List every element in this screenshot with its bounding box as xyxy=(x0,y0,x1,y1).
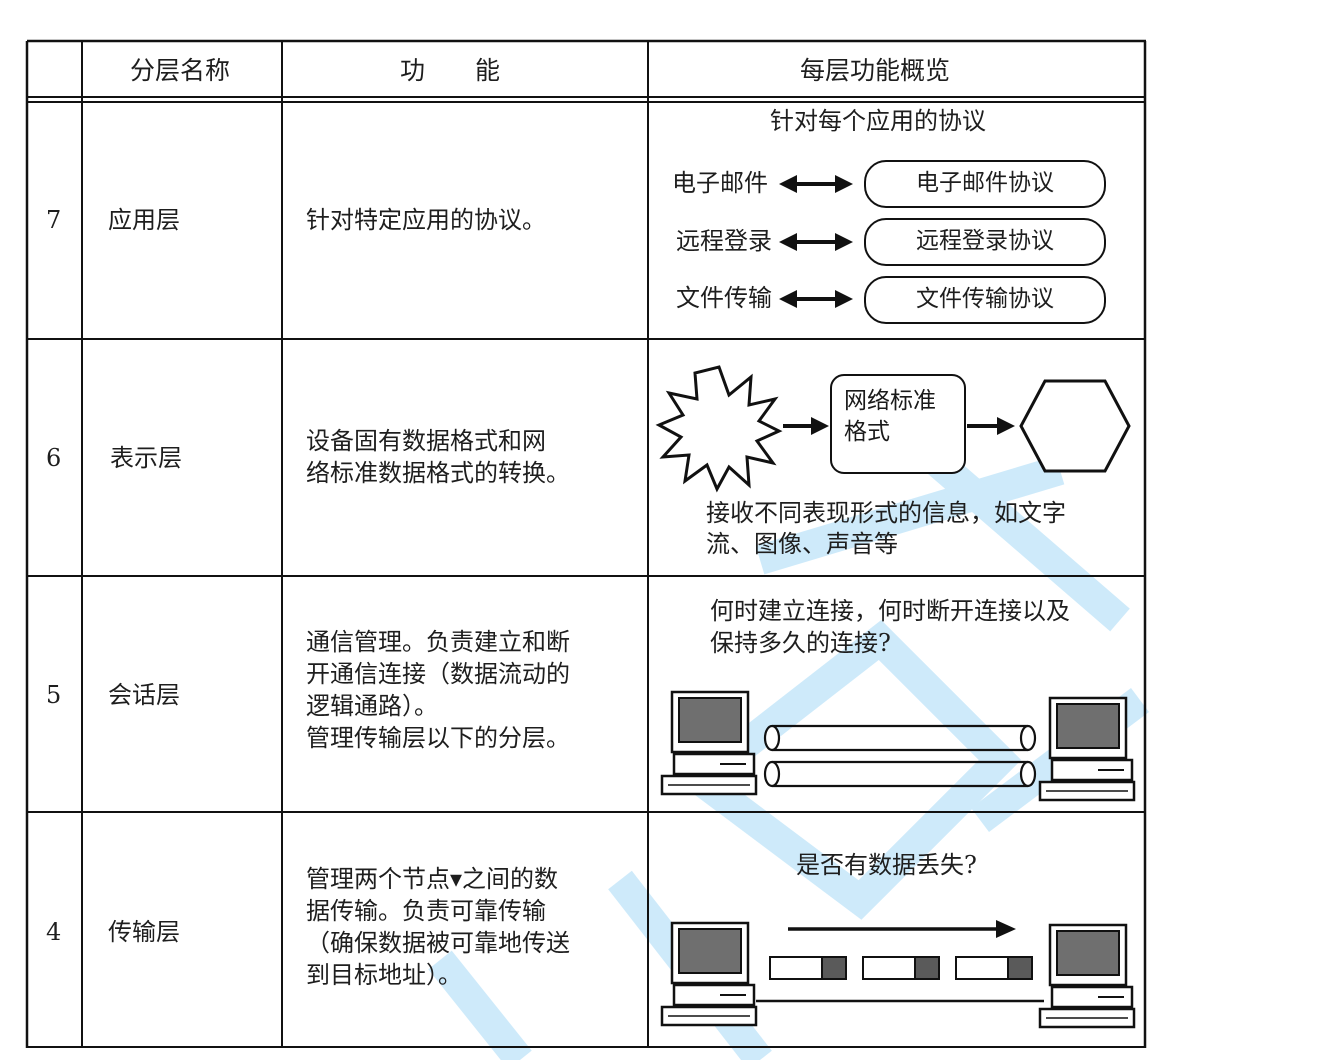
row-5-function-line-2: 开通信连接（数据流动的 xyxy=(306,660,570,688)
double-arrow-icon xyxy=(779,175,853,193)
arrow-right-icon xyxy=(967,417,1015,435)
row-6-layer-name: 表示层 xyxy=(110,444,182,472)
row-4-function-line-2: 据传输。负责可靠传输 xyxy=(306,897,546,925)
row-5-function-line-3: 逻辑通路）。 xyxy=(306,692,438,720)
row-6-function-line-1: 设备固有数据格式和网 xyxy=(306,427,546,455)
row-4-question: 是否有数据丢失? xyxy=(796,851,977,879)
computer-icon xyxy=(1038,923,1136,1029)
row-4-number: 4 xyxy=(46,918,62,946)
protocol-file-transfer-box: 文件传输协议 xyxy=(864,276,1106,324)
row-4-diagram xyxy=(660,920,1136,1029)
header-layer-name: 分层名称 xyxy=(130,56,231,85)
row-5-layer-name: 会话层 xyxy=(108,681,180,709)
app-file-transfer-label: 文件传输 xyxy=(676,284,772,312)
row-4-function-line-1: 管理两个节点▾之间的数 xyxy=(306,865,559,893)
row-5-diagram xyxy=(660,690,1136,802)
row-5-function-line-4: 管理传输层以下的分层。 xyxy=(306,724,570,752)
row-5-question-line-2: 保持多久的连接? xyxy=(710,629,891,657)
row-4-function-line-4: 到目标地址）。 xyxy=(306,961,462,989)
starburst-icon xyxy=(655,365,783,493)
row-6-number: 6 xyxy=(46,444,62,472)
row-5-question-line-1: 何时建立连接，何时断开连接以及 xyxy=(710,597,1070,625)
app-remote-login-label: 远程登录 xyxy=(676,227,772,255)
row-5-number: 5 xyxy=(46,681,62,709)
row-6-caption-line-2: 流、图像、声音等 xyxy=(706,530,898,558)
box-line-1: 网络标准 xyxy=(844,388,936,414)
row-6-diagram xyxy=(655,365,1131,493)
row-7-number: 7 xyxy=(46,206,62,234)
row-6-caption-line-1: 接收不同表现形式的信息，如文字 xyxy=(706,499,1066,527)
row-7-layer-name: 应用层 xyxy=(108,206,180,234)
computer-icon xyxy=(660,690,758,796)
network-standard-format-box: 网络标准 格式 xyxy=(830,374,966,474)
data-packet-icon xyxy=(955,956,1033,980)
row-6-function-line-2: 络标准数据格式的转换。 xyxy=(306,459,570,487)
box-line-2: 格式 xyxy=(844,419,890,445)
computer-icon xyxy=(660,921,758,1027)
double-arrow-icon xyxy=(779,290,853,308)
row-4-function-line-3: （确保数据被可靠地传送 xyxy=(306,929,570,957)
app-email-label: 电子邮件 xyxy=(672,169,768,197)
double-arrow-icon xyxy=(779,233,853,251)
computer-icon xyxy=(1038,696,1136,802)
row-7-function-line: 针对特定应用的协议。 xyxy=(306,206,546,234)
row-7-overview-title: 针对每个应用的协议 xyxy=(770,107,986,135)
row-5-function-line-1: 通信管理。负责建立和断 xyxy=(306,628,570,656)
data-packet-icon xyxy=(769,956,847,980)
protocol-remote-login-box: 远程登录协议 xyxy=(864,218,1106,266)
header-overview: 每层功能概览 xyxy=(800,56,951,85)
data-packet-icon xyxy=(862,956,940,980)
arrow-right-icon xyxy=(783,417,829,435)
protocol-email-box: 电子邮件协议 xyxy=(864,160,1106,208)
hexagon-icon xyxy=(1019,379,1131,473)
row-7-double-arrows xyxy=(779,175,853,308)
arrow-right-icon xyxy=(788,920,1016,938)
connection-pipe-icon xyxy=(763,760,1037,788)
header-function: 功 能 xyxy=(400,56,501,85)
connection-pipe-icon xyxy=(763,724,1037,752)
row-4-layer-name: 传输层 xyxy=(108,918,180,946)
